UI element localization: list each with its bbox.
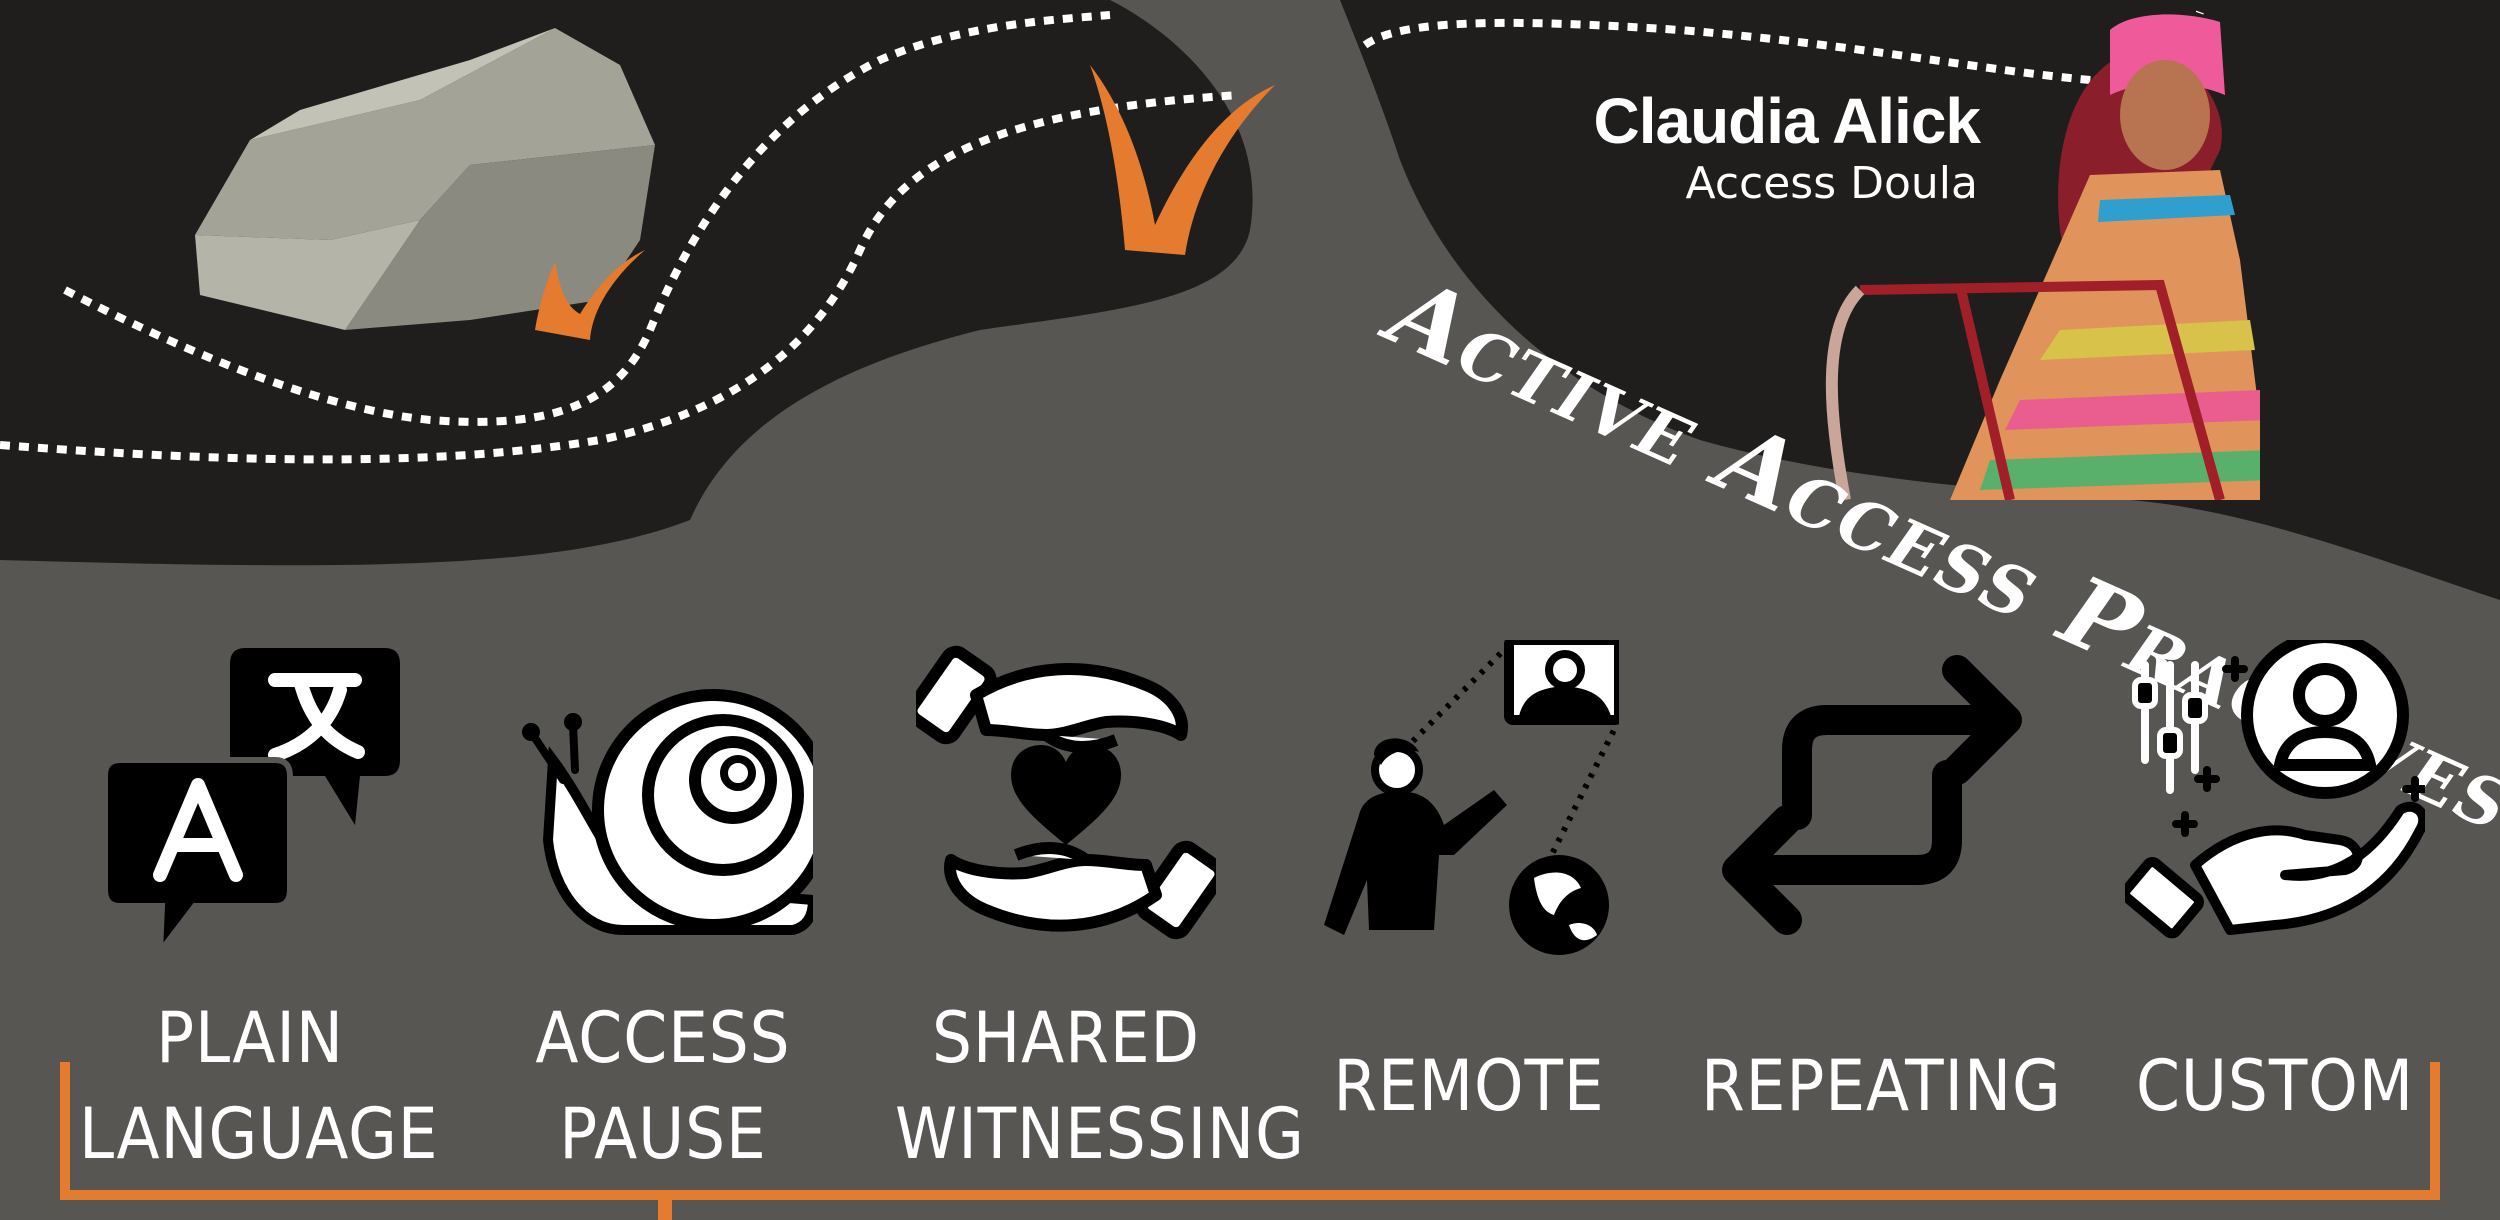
remote-presenter-globe-icon (1324, 640, 1619, 955)
walker-frame (1859, 279, 2225, 500)
snail-icon (522, 689, 813, 935)
walker-handle (1825, 285, 1865, 500)
hands-heart-icon (916, 645, 1216, 940)
orange-sprout-large (1090, 65, 1275, 255)
label-line-2: LANGUAGE (79, 1093, 439, 1175)
practice-plain-language: PLAIN LANGUAGE (60, 640, 440, 1200)
practice-custom: CUSTOM (2085, 640, 2465, 1200)
dress-stripe (1980, 450, 2260, 490)
label-line-2: WITNESSING (895, 1093, 1305, 1175)
label-line-1: ACCESS (535, 997, 791, 1079)
repeat-arrows-icon (1722, 655, 2022, 935)
practice-shared-witnessing: SHARED WITNESSING (876, 640, 1305, 1200)
dotted-path-1 (0, 91, 1241, 464)
dress-stripe (2098, 195, 2235, 222)
practice-label: REPEATING (1701, 1038, 2062, 1134)
face (2120, 60, 2210, 170)
practice-label: CUSTOM (2104, 1038, 2446, 1134)
practice-label: PLAIN LANGUAGE (79, 990, 439, 1182)
hand-user-settings-icon (2125, 640, 2425, 939)
practice-label: ACCESS PAUSE (492, 990, 834, 1182)
practice-label: SHARED WITNESSING (895, 990, 1305, 1182)
rock-shape (195, 28, 655, 330)
practice-repeating: REPEATING (1682, 640, 2062, 1200)
translate-speech-bubbles-icon (102, 648, 400, 960)
dress-stripe (2040, 320, 2255, 360)
label-line-1: PLAIN (156, 997, 344, 1079)
person-name: Claudia Alick (1593, 85, 1981, 157)
orange-bracket (60, 1062, 2440, 1200)
label-line-2: PAUSE (559, 1093, 767, 1175)
person-role: Access Doula (1685, 158, 1979, 209)
label-line-1: REPEATING (1701, 1045, 2062, 1127)
label-line-1: REMOTE (1333, 1045, 1605, 1127)
orange-sprout-small (535, 250, 645, 340)
practice-label: REMOTE (1298, 1038, 1640, 1134)
dotted-path-2 (63, 11, 1111, 426)
practice-access-pause: ACCESS PAUSE (473, 640, 853, 1200)
label-line-1: SHARED (932, 997, 1200, 1079)
person-portrait (1825, 14, 2260, 500)
practice-remote: REMOTE (1279, 640, 1659, 1200)
label-line-1: CUSTOM (2136, 1045, 2414, 1127)
